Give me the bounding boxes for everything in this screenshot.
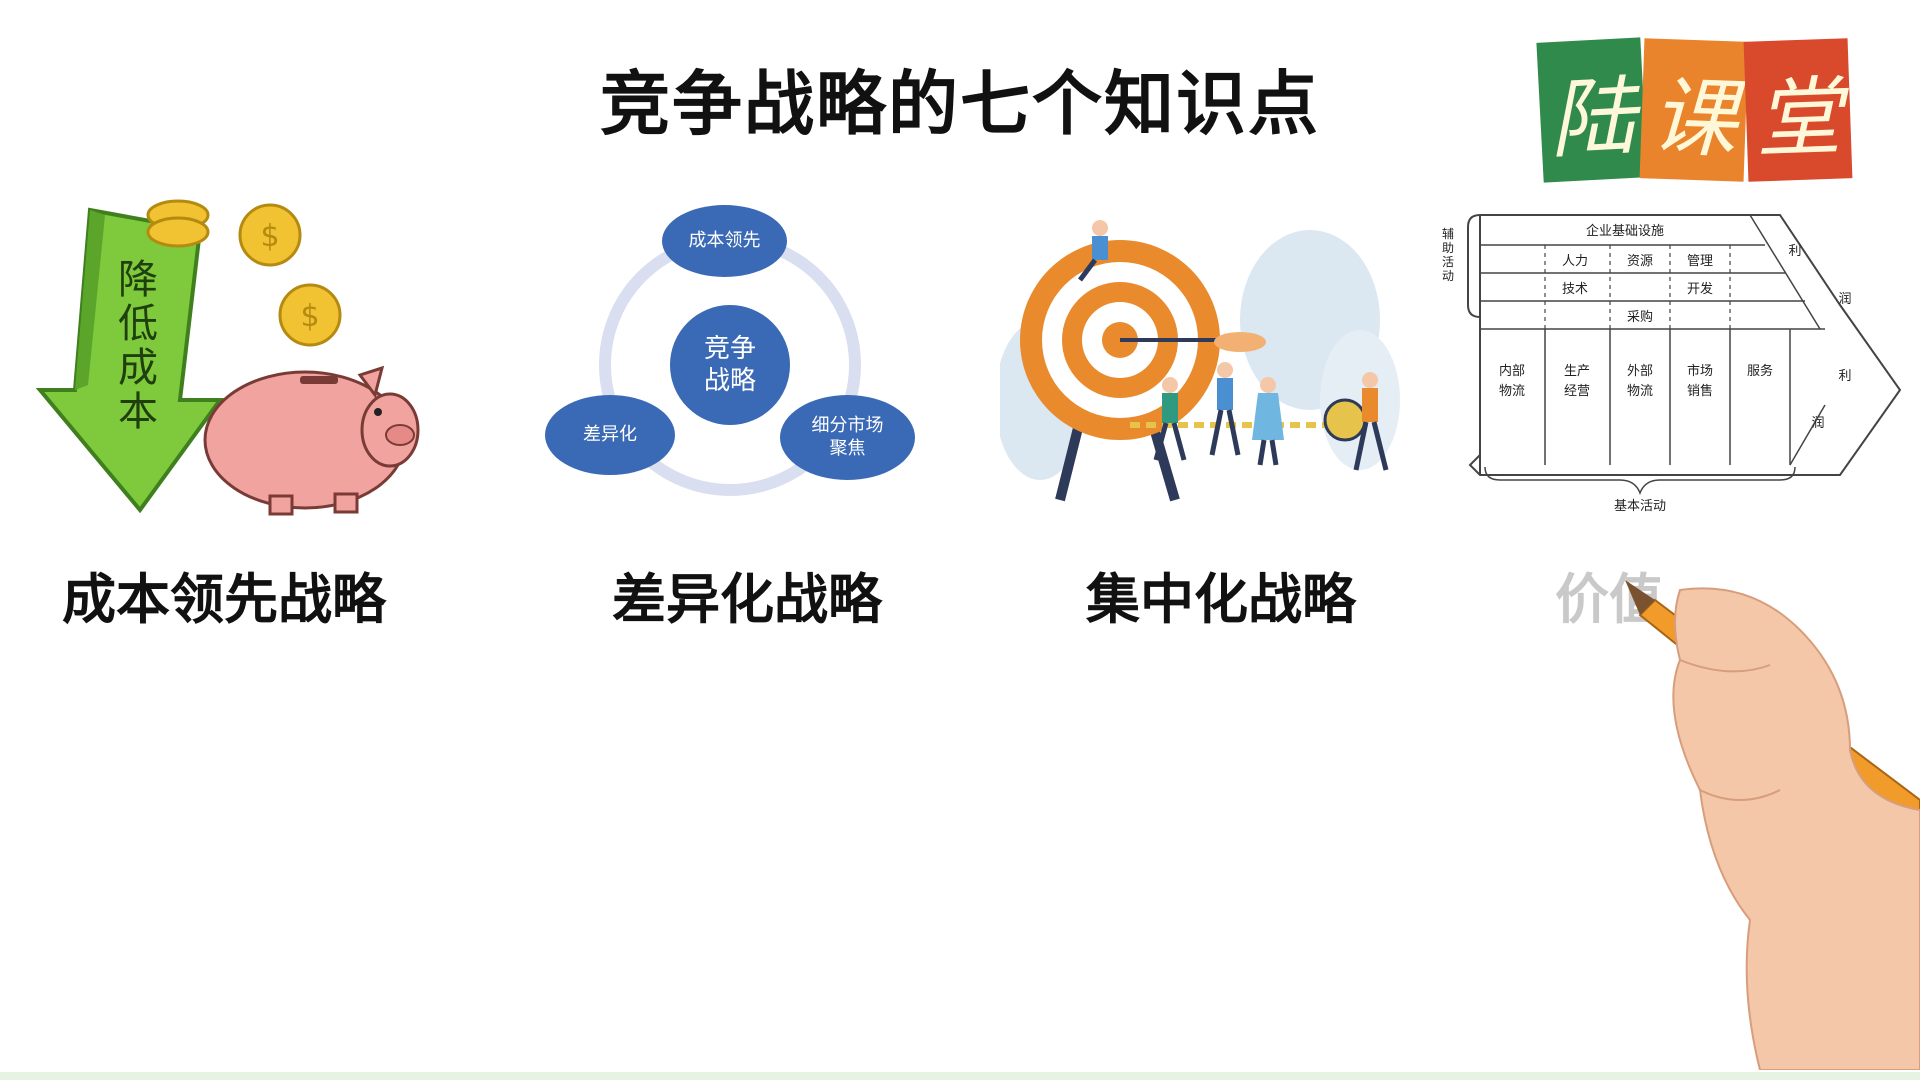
coin-icon: $ (278, 283, 342, 347)
vc-cell: 人力 (1562, 254, 1588, 269)
logo-tile-1: 陆 (1536, 37, 1648, 183)
logo-char-2: 课 (1648, 67, 1739, 170)
logo-char-1: 陆 (1546, 66, 1639, 171)
cycle-node-differentiation: 差异化 (545, 395, 675, 475)
arrow-char: 本 (118, 389, 158, 435)
bottom-strip (0, 1072, 1920, 1080)
vc-primary: 物流 (1627, 384, 1653, 399)
vc-profit: 润 (1838, 292, 1851, 307)
vc-primary: 经营 (1564, 384, 1590, 399)
arrow-char: 成 (118, 345, 158, 391)
value-chain-svg: 企业基础设施 人力 资源 管理 技术 开发 采购 内部 物流 生产 经营 外部 … (1467, 214, 1902, 514)
vc-profit: 利 (1838, 369, 1851, 384)
vc-primary: 销售 (1687, 383, 1713, 399)
person-icon (1078, 220, 1108, 282)
cost-leadership-illustration: $ $ 降 低 成 本 (30, 190, 430, 520)
label-cost-leadership: 成本领先战略 (62, 568, 386, 631)
focus-illustration (995, 210, 1420, 510)
person-icon (1209, 362, 1241, 456)
vc-side-label: 辅助活动 (1442, 227, 1455, 283)
vc-primary: 内部 (1499, 363, 1525, 379)
hand-pencil-illustration (1620, 570, 1920, 1071)
vc-primary: 市场 (1687, 363, 1713, 379)
vc-cell: 技术 (1562, 282, 1588, 297)
vc-cell: 资源 (1627, 254, 1653, 269)
strategy-cycle-diagram: 竞争 战略 成本领先 差异化 细分市场 聚焦 (540, 200, 920, 510)
logo-tile-3: 堂 (1743, 38, 1853, 182)
person-icon (1153, 377, 1187, 461)
vc-procurement: 采购 (1627, 309, 1653, 325)
coin-icon (146, 199, 210, 248)
vc-primary: 外部 (1627, 364, 1653, 379)
coin-icon: $ (238, 203, 302, 267)
cycle-node-focus: 细分市场 聚焦 (780, 395, 915, 480)
vc-cell: 管理 (1687, 254, 1713, 269)
vc-profit: 润 (1811, 416, 1824, 431)
label-focus: 集中化战略 (1086, 568, 1356, 631)
vc-bottom-label: 基本活动 (1614, 499, 1666, 514)
logo-char-3: 堂 (1753, 67, 1844, 170)
vc-primary: 服务 (1747, 363, 1773, 379)
cycle-center-node: 竞争 战略 (670, 305, 790, 425)
piggy-bank-arrow-icon: $ $ (35, 199, 420, 516)
vc-cell: 开发 (1687, 281, 1713, 297)
label-differentiation: 差异化战略 (612, 568, 882, 631)
svg-text:$: $ (300, 299, 319, 334)
piggy-bank-icon (203, 365, 420, 516)
vc-primary: 物流 (1499, 384, 1525, 399)
arrow-text: 降 低 成 本 (108, 258, 168, 434)
svg-text:$: $ (260, 219, 279, 254)
person-icon (1252, 377, 1284, 466)
page-title: 竞争战略的七个知识点 (600, 63, 1320, 145)
cycle-node-cost: 成本领先 (662, 205, 787, 277)
hand-icon (1625, 580, 1920, 1071)
vc-primary: 生产 (1564, 364, 1590, 379)
brand-logo: 陆 课 堂 (1536, 37, 1860, 190)
person-icon (1353, 372, 1389, 471)
vc-profit: 利 (1788, 244, 1801, 259)
arrow-char: 降 (118, 257, 158, 303)
logo-tile-2: 课 (1639, 38, 1749, 182)
arrow-char: 低 (118, 301, 158, 347)
vc-infrastructure: 企业基础设施 (1586, 223, 1664, 239)
target-icon (995, 220, 1400, 502)
value-chain-diagram: 企业基础设施 人力 资源 管理 技术 开发 采购 内部 物流 生产 经营 外部 … (1440, 205, 1920, 515)
